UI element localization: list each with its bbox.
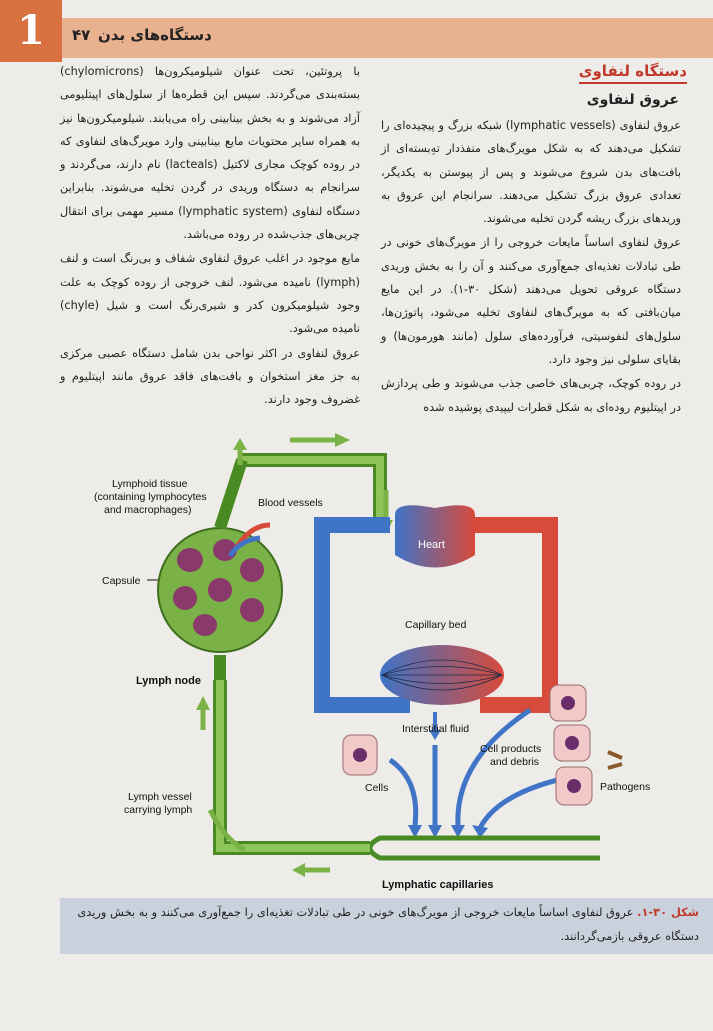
capsule-label: Capsule — [102, 575, 141, 587]
paragraph: با پروتئین، تحت عنوان شیلومیکرون‌ها (chy… — [60, 65, 360, 242]
cell-products-label: Cell products — [480, 743, 541, 755]
blood-vessel-blue — [227, 535, 261, 558]
blood-vessels-label: Blood vessels — [258, 497, 323, 509]
paragraph: مایع موجود در اغلب عروق لنفاوی شفاف و بی… — [60, 252, 360, 336]
cells-label: Cells — [365, 782, 388, 794]
running-header-title: دستگاه‌های بدن — [98, 26, 212, 44]
lymph-node-label: Lymph node — [136, 675, 201, 687]
paragraph: عروق لنفاوی اساساً مایعات خروجی را از مو… — [381, 236, 681, 366]
paragraph: عروق لنفاوی (lymphatic vessels) شبکه بزر… — [381, 119, 681, 226]
left-text-column: با پروتئین، تحت عنوان شیلومیکرون‌ها (chy… — [60, 60, 360, 412]
figure-caption: شکل ۳۰-۱. عروق لنفاوی اساساً مایعات خروج… — [69, 900, 699, 948]
section-heading: دستگاه لنفاوی — [578, 62, 687, 84]
header-bar — [0, 18, 713, 58]
pathogens-icon — [607, 750, 623, 770]
paragraph: در روده کوچک، چربی‌های خاصی جذب می‌شوند … — [381, 377, 681, 414]
arterial-vessel — [460, 517, 558, 713]
capillary-bed-label: Capillary bed — [405, 619, 466, 631]
right-text-column: عروق لنفاوی (lymphatic vessels) شبکه بزر… — [381, 114, 681, 420]
lymphoid-tissue-label-2: (containing lymphocytes — [94, 491, 207, 503]
lymph-vessel-label: Lymph vessel — [128, 791, 192, 803]
lymphatic-system-figure: Heart Capillary bed Interstitial fluid — [60, 430, 700, 900]
lymph-vessel-top — [242, 453, 387, 525]
paragraph: عروق لنفاوی در اکثر نواحی بدن شامل دستگا… — [60, 346, 360, 407]
carrying-lymph-label: carrying lymph — [124, 804, 192, 816]
heart — [395, 505, 475, 568]
caption-text: عروق لنفاوی اساساً مایعات خروجی از مویرگ… — [77, 905, 699, 943]
sub-heading: عروق لنفاوی — [586, 92, 679, 108]
lymphatic-capillaries — [367, 835, 600, 861]
figure-svg: Heart Capillary bed Interstitial fluid — [94, 433, 650, 891]
page-number: ۴۷ — [72, 26, 91, 44]
cells-arrow — [388, 757, 419, 826]
chapter-number-tab: 1 — [0, 0, 62, 62]
lymphoid-tissue-label: Lymphoid tissue — [112, 478, 188, 490]
and-debris-label: and debris — [490, 756, 539, 768]
lymphoid-tissue-label-3: and macrophages) — [104, 504, 192, 516]
venous-vessel — [314, 517, 410, 713]
interstitial-fluid-label: Interstitial fluid — [402, 723, 469, 735]
caption-box — [60, 898, 713, 954]
cell-products-arrow — [455, 707, 532, 826]
heart-label: Heart — [418, 539, 445, 551]
caption-label: شکل ۳۰-۱. — [637, 905, 699, 919]
lymphatic-capillaries-label: Lymphatic capillaries — [382, 879, 493, 891]
pathogens-label: Pathogens — [600, 781, 650, 793]
